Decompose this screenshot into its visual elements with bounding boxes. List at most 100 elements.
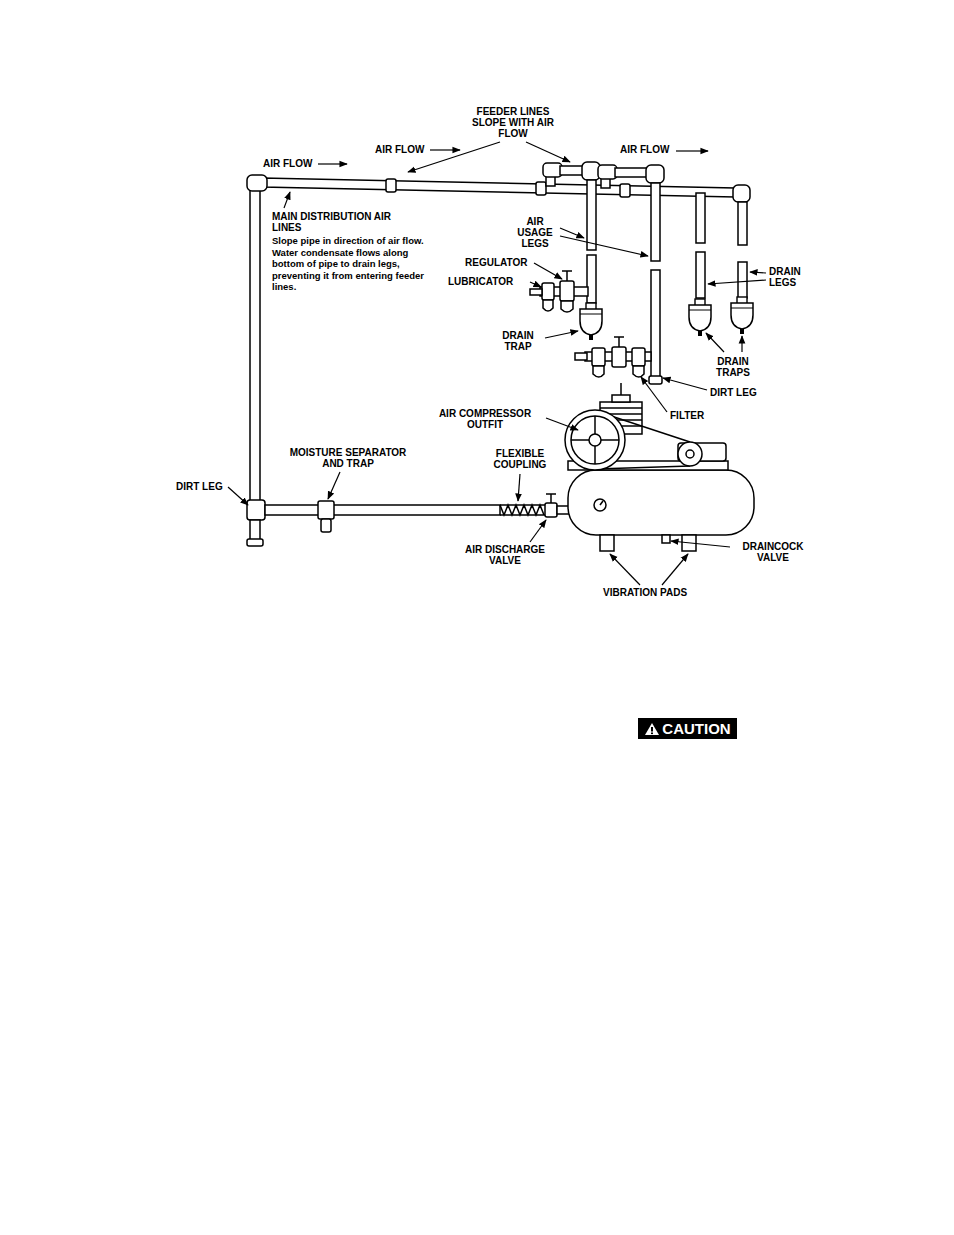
pipework-part — [632, 348, 645, 366]
air-compressor-part — [600, 407, 642, 409]
leader-lines-part — [284, 192, 290, 208]
pipework-part — [566, 271, 568, 281]
leader-lines-part — [318, 163, 347, 164]
drain-traps-part — [580, 303, 602, 340]
part-label: AIR FLOW — [620, 144, 680, 155]
leader-lines-part — [750, 272, 766, 273]
air-compressor-part — [620, 383, 622, 395]
pipework-part — [612, 347, 626, 367]
air-compressor-part — [600, 535, 614, 551]
part-label: AIR COMPRESSOR OUTFIT — [425, 408, 545, 430]
drain-traps-part — [689, 299, 711, 336]
part-label: AIR USAGE LEGS — [512, 216, 558, 249]
pipework-part — [738, 202, 747, 245]
air-compressor-part — [571, 439, 589, 441]
air-compressor-part — [662, 535, 670, 543]
part-label: MAIN DISTRIBUTION AIR LINES — [272, 211, 392, 233]
leader-lines-part — [708, 280, 766, 284]
pipework-part — [696, 252, 705, 298]
pipework-part — [614, 336, 624, 338]
part-label: DRAIN TRAP — [493, 330, 543, 352]
pipework-part — [250, 182, 260, 510]
part-label: AIR FLOW — [375, 144, 435, 155]
pipework-part — [546, 493, 556, 495]
pipework-part — [615, 168, 649, 177]
pipework-part — [593, 366, 604, 377]
pipework-part — [386, 179, 396, 192]
leader-lines — [228, 142, 766, 585]
pipework-part — [620, 184, 630, 197]
part-label: AIR DISCHARGE VALVE — [455, 544, 555, 566]
leader-lines-part — [676, 150, 708, 151]
pipework-part — [250, 520, 260, 540]
pipework-part — [500, 505, 545, 515]
leader-lines-part — [530, 520, 546, 542]
leader-lines-part — [518, 474, 520, 501]
drain-traps — [580, 297, 753, 340]
pipework-part — [536, 182, 546, 195]
caution-text: CAUTION — [662, 720, 730, 737]
warning-icon — [644, 722, 660, 736]
pipework-part — [649, 376, 662, 384]
part-label: FLEXIBLE COUPLING — [484, 448, 556, 470]
air-compressor-part — [686, 450, 694, 458]
pipework-part — [530, 289, 542, 295]
part-label: MOISTURE SEPARATOR AND TRAP — [278, 447, 418, 469]
air-compressor-part — [600, 501, 603, 505]
caution-banner: CAUTION — [638, 718, 737, 739]
pipework-part — [561, 301, 573, 312]
pipework-part — [733, 185, 750, 202]
leader-lines-part — [706, 333, 724, 352]
leader-lines-part — [610, 554, 640, 585]
air-compressor-part — [571, 416, 619, 464]
pipework-part — [633, 366, 644, 377]
leader-lines-part — [430, 149, 460, 150]
pipework-part — [247, 500, 265, 520]
leader-lines-part — [641, 377, 667, 412]
pipework-part — [651, 183, 660, 261]
leader-lines-part — [545, 331, 578, 338]
air-compressor-part — [594, 446, 596, 464]
part-label: DRAIN TRAPS — [707, 356, 759, 378]
pipework-part — [646, 165, 664, 183]
leader-lines-part — [663, 378, 707, 390]
leader-lines-part — [530, 282, 541, 287]
leader-lines-part — [328, 472, 340, 499]
air-compressor-part — [565, 410, 625, 470]
air-compressor-part — [612, 395, 630, 402]
pipework-part — [618, 337, 620, 347]
pipework-part — [696, 193, 705, 243]
pipework-part — [247, 539, 263, 546]
air-compressor-part — [594, 499, 606, 511]
pipework-part — [262, 178, 735, 197]
pipework-part — [545, 503, 557, 517]
part-label: FEEDER LINES SLOPE WITH AIR FLOW — [468, 106, 558, 139]
warning-mark — [651, 727, 653, 732]
leader-lines-part — [228, 487, 248, 505]
pipework-part — [321, 519, 331, 532]
leader-lines-part — [534, 263, 562, 279]
leader-lines-part — [741, 336, 742, 352]
leader-lines-part — [546, 418, 578, 430]
warning-mark — [651, 732, 653, 734]
pipework-part — [557, 506, 569, 514]
pipework-part — [247, 175, 267, 191]
pipework-part — [592, 348, 605, 366]
pipework-part — [651, 270, 660, 378]
part-label: REGULATOR — [465, 257, 535, 268]
part-label: FILTER — [670, 410, 720, 421]
warning-triangle — [645, 723, 659, 735]
leader-lines-part — [526, 142, 570, 162]
part-label: VIBRATION PADS — [603, 587, 703, 598]
leader-lines-part — [662, 554, 688, 585]
pipework-part — [598, 165, 617, 179]
pipework-part — [550, 494, 552, 503]
pipework-part — [560, 166, 584, 175]
pipework-part — [575, 353, 587, 360]
pipework-part — [543, 163, 562, 177]
pipework-part — [587, 180, 596, 250]
drain-traps-part — [731, 297, 753, 334]
